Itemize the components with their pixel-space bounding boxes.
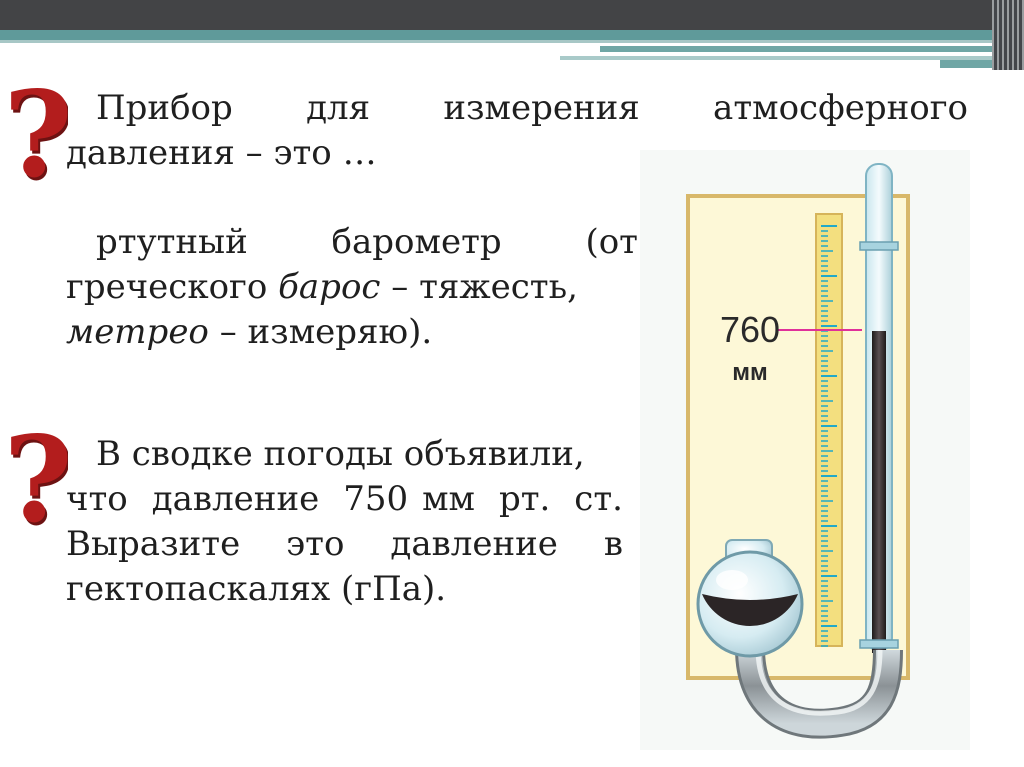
question-2-line-2: что давление 750 мм рт. ст. bbox=[66, 477, 623, 522]
answer-text-plain: греческого bbox=[66, 267, 279, 307]
header-decoration bbox=[0, 0, 1024, 70]
mercury-barometer-illustration: 760 мм bbox=[640, 150, 970, 750]
svg-text:?: ? bbox=[8, 80, 68, 190]
tube-clamp bbox=[859, 639, 899, 649]
answer-line-2: греческого барос – тяжесть, bbox=[66, 265, 638, 310]
answer-line-3: метрео – измеряю). bbox=[66, 310, 638, 355]
word: ст. bbox=[574, 479, 623, 519]
word: Прибор bbox=[96, 88, 233, 128]
mercury-column bbox=[872, 331, 886, 653]
word: что bbox=[66, 479, 128, 519]
tube-clamp bbox=[859, 241, 899, 251]
answer-term-baros: барос bbox=[278, 267, 381, 307]
word: рт. bbox=[498, 479, 551, 519]
word: (от bbox=[585, 222, 638, 262]
question-1-text: Прибор для измерения атмосферного давлен… bbox=[66, 86, 968, 176]
answer-line-1: ртутный барометр (от bbox=[66, 220, 638, 265]
header-stripes bbox=[992, 0, 1024, 70]
svg-text:?: ? bbox=[8, 425, 68, 535]
answer-text-plain: – тяжесть, bbox=[380, 267, 578, 307]
word: Выразите bbox=[66, 524, 241, 564]
header-accent-line bbox=[600, 46, 1024, 52]
word: в bbox=[603, 524, 623, 564]
header-dark-band bbox=[0, 0, 1024, 30]
question-2-text: В сводке погоды объявили, что давление 7… bbox=[66, 432, 623, 612]
u-bend-tube-glass bbox=[738, 647, 900, 736]
question-1-line-2: давления – это … bbox=[66, 133, 377, 173]
question-2-line-3: Выразите это давление в bbox=[66, 522, 623, 567]
header-accent-line bbox=[940, 60, 1024, 68]
word: барометр bbox=[331, 222, 502, 262]
word: давление bbox=[390, 524, 558, 564]
svg-text:?: ? bbox=[8, 80, 68, 190]
question-2-line-4: гектопаскалях (гПа). bbox=[66, 569, 447, 609]
u-bend-highlight bbox=[755, 647, 883, 716]
cistern-mercury bbox=[702, 594, 798, 626]
header-teal-band bbox=[0, 30, 1024, 40]
word: давление bbox=[151, 479, 320, 519]
answer-text: ртутный барометр (от греческого барос – … bbox=[66, 220, 638, 355]
header-light-band bbox=[0, 40, 1024, 43]
barometer-unit-label: мм bbox=[732, 359, 768, 386]
scale-ticks bbox=[821, 225, 837, 647]
svg-text:?: ? bbox=[8, 425, 68, 535]
question-1-line-1: Прибор для измерения атмосферного bbox=[66, 86, 968, 131]
header-accent-line bbox=[560, 56, 1024, 60]
word: 750 bbox=[343, 479, 409, 519]
bulb-highlight bbox=[716, 570, 748, 590]
question-mark-icon: ? ? bbox=[8, 80, 68, 190]
question-mark-icon: ? ? bbox=[8, 425, 68, 535]
word: мм bbox=[422, 479, 475, 519]
word: для bbox=[306, 88, 371, 128]
question-2-line-1: В сводке погоды объявили, bbox=[96, 434, 585, 474]
barometer-scale bbox=[815, 213, 843, 647]
answer-term-metreo: метрео bbox=[66, 312, 209, 352]
word: атмосферного bbox=[713, 88, 968, 128]
word-group: 750 мм bbox=[343, 477, 475, 522]
answer-text-plain: – измеряю). bbox=[208, 312, 433, 352]
word: измерения bbox=[443, 88, 640, 128]
barometer-value-label: 760 bbox=[720, 309, 780, 350]
word: это bbox=[286, 524, 345, 564]
word: ртутный bbox=[96, 222, 248, 262]
